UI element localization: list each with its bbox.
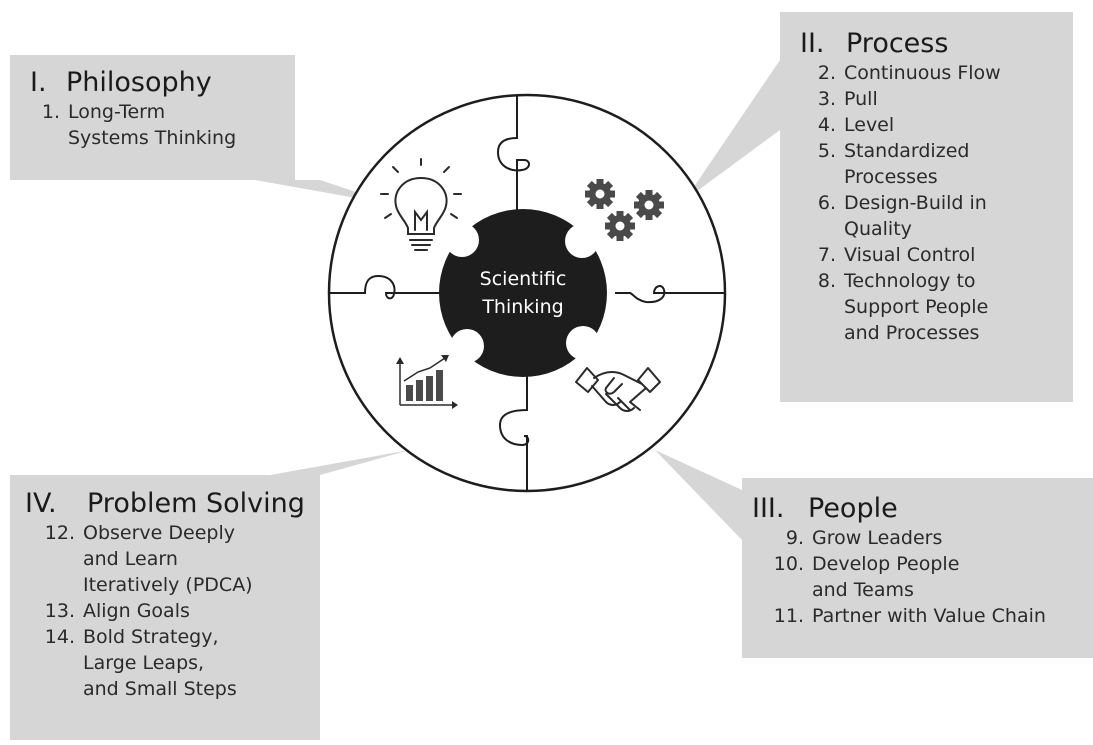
callout-shape-process <box>685 12 1073 402</box>
list-item: 2. Continuous Flow <box>800 60 1070 86</box>
item-number: 1. <box>41 101 60 123</box>
item-number: 7. <box>817 244 836 266</box>
list-item: 7. Visual Control <box>800 242 1070 268</box>
item-text: Design-Build in Quality <box>844 192 987 240</box>
item-text: Continuous Flow <box>844 62 1001 84</box>
item-number: 9. <box>785 527 804 549</box>
section-title-people: III. People <box>752 493 1092 525</box>
list-item: 4. Level <box>800 112 1070 138</box>
callout-process: II. Process 2. Continuous Flow 3. Pull 4. Le… <box>800 28 1070 346</box>
item-text: Align Goals <box>83 600 190 622</box>
list-item: 1. Long-Term Systems Thinking <box>30 99 290 151</box>
list-item: 8. Technology to Support People and Proce… <box>800 268 1070 346</box>
callout-people: III. People 9. Grow Leaders 10. Develop Peo… <box>752 493 1092 629</box>
item-text: Bold Strategy, Large Leaps, and Small St… <box>83 626 237 700</box>
item-number: 2. <box>817 62 836 84</box>
list-item: 9. Grow Leaders <box>752 525 1092 551</box>
item-number: 6. <box>817 192 836 214</box>
section-title-problem-solving: IV. Problem Solving <box>25 488 325 520</box>
section-title-text: People <box>808 493 898 524</box>
gears-icon <box>585 179 664 241</box>
section-title-philosophy: I. Philosophy <box>30 67 290 99</box>
callout-philosophy: I. Philosophy 1. Long-Term Systems Thinkin… <box>30 67 290 151</box>
section-title-text: Problem Solving <box>87 488 305 519</box>
section-title-text: Process <box>846 28 949 59</box>
list-item: 12. Observe Deeply and Learn Iteratively … <box>25 520 325 598</box>
list-item: 14. Bold Strategy, Large Leaps, and Small… <box>25 624 325 702</box>
item-text: Pull <box>844 88 878 110</box>
item-text: Grow Leaders <box>812 527 943 549</box>
lightbulb-icon <box>380 158 462 251</box>
item-number: 3. <box>817 88 836 110</box>
item-number: 8. <box>817 270 836 292</box>
center-label-line1: Scientific <box>480 268 567 290</box>
callout-shape-problem-solving <box>10 450 410 740</box>
section-title-text: Philosophy <box>66 67 212 98</box>
section-numeral: IV. <box>25 488 57 519</box>
item-text: Level <box>844 114 895 136</box>
list-item: 13. Align Goals <box>25 598 325 624</box>
item-text: Develop People and Teams <box>812 553 960 601</box>
item-text: Standardized Processes <box>844 140 970 188</box>
list-item: 5. Standardized Processes <box>800 138 1070 190</box>
item-number: 11. <box>773 605 804 627</box>
item-text: Partner with Value Chain <box>812 605 1046 627</box>
item-text: Visual Control <box>844 244 976 266</box>
item-number: 13. <box>44 600 75 622</box>
bar-chart-icon <box>396 355 458 409</box>
item-number: 14. <box>44 626 75 648</box>
item-number: 4. <box>817 114 836 136</box>
item-number: 10. <box>773 553 804 575</box>
section-title-process: II. Process <box>800 28 1070 60</box>
section-numeral: III. <box>752 493 785 524</box>
list-item: 3. Pull <box>800 86 1070 112</box>
handshake-icon <box>575 367 661 412</box>
list-item: 10. Develop People and Teams <box>752 551 1092 603</box>
item-number: 5. <box>817 140 836 162</box>
center-label-line2: Thinking <box>481 296 563 318</box>
callout-shape-people <box>655 450 1093 658</box>
callout-shape-philosophy <box>10 55 395 205</box>
center-hub: Scientific Thinking <box>439 209 607 377</box>
list-item: 11. Partner with Value Chain <box>752 603 1092 629</box>
list-item: 6. Design-Build in Quality <box>800 190 1070 242</box>
section-numeral: I. <box>30 67 47 98</box>
puzzle-dividers <box>329 95 724 491</box>
callout-problem-solving: IV. Problem Solving 12. Observe Deeply and… <box>25 488 325 702</box>
item-number: 12. <box>44 522 75 544</box>
item-text: Long-Term Systems Thinking <box>68 101 237 149</box>
section-numeral: II. <box>800 28 825 59</box>
item-text: Technology to Support People and Process… <box>844 270 989 344</box>
item-text: Observe Deeply and Learn Iteratively (PD… <box>83 522 253 596</box>
